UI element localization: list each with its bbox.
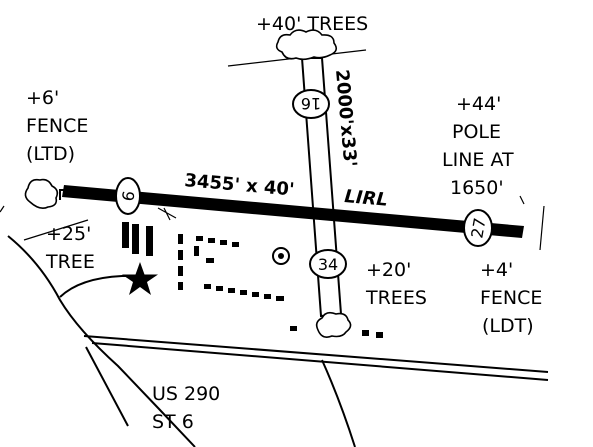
runway-6-27-dimensions: 3455' x 40' — [184, 170, 296, 201]
star-icon — [122, 262, 158, 295]
svg-text:+6': +6' — [26, 87, 59, 109]
roads — [7, 235, 549, 447]
pole-marker — [519, 195, 525, 205]
road-curve — [59, 275, 140, 298]
road-east-west-upper — [83, 335, 549, 373]
beacon-icon — [272, 247, 290, 265]
fence-icon — [59, 186, 84, 200]
road-west — [7, 235, 196, 447]
svg-text:34: 34 — [318, 255, 338, 274]
tree-icon — [24, 178, 59, 209]
runway-16-34-dimensions: 2000'x33' — [331, 69, 360, 168]
svg-text:+20': +20' — [366, 259, 411, 281]
runway-6-27-lighting: LIRL — [344, 186, 389, 211]
road-east-west-lower — [91, 342, 549, 381]
svg-text:TREE: TREE — [45, 251, 95, 273]
label-fence-ldt: +4' FENCE (LDT) — [480, 259, 542, 337]
svg-text:FENCE: FENCE — [480, 287, 542, 309]
tree-west-marker — [0, 205, 5, 213]
svg-text:6: 6 — [118, 189, 138, 202]
svg-text:1650': 1650' — [450, 177, 504, 199]
runway-ends: 6 27 16 34 — [115, 89, 493, 279]
label-trees-north: +40' TREES — [256, 13, 368, 35]
label-roads: US 290 ST 6 — [152, 383, 220, 433]
tree-icon — [315, 311, 352, 338]
runway-end-6: 6 — [115, 177, 141, 215]
road-diagonal-left — [85, 346, 129, 427]
runway-end-16: 16 — [292, 89, 330, 119]
runway-6-27-bar — [62, 185, 524, 238]
label-pole-line: +44' POLE LINE AT 1650' — [442, 93, 514, 199]
label-trees-southeast: +20' TREES — [365, 259, 427, 309]
runway-end-34: 34 — [309, 249, 347, 279]
svg-text:TREES: TREES — [365, 287, 427, 309]
svg-text:LINE AT: LINE AT — [442, 149, 514, 171]
tree-west-line — [23, 219, 89, 241]
svg-text:FENCE: FENCE — [26, 115, 88, 137]
svg-text:27: 27 — [467, 216, 489, 239]
svg-text:+25': +25' — [46, 223, 91, 245]
tree-icon — [275, 29, 338, 61]
svg-text:ST 6: ST 6 — [152, 411, 194, 433]
runway-end-27: 27 — [463, 209, 493, 247]
label-tree-west: +25' TREE — [45, 223, 95, 273]
svg-text:(LTD): (LTD) — [26, 143, 75, 165]
svg-text:(LDT): (LDT) — [482, 315, 534, 337]
svg-text:+44': +44' — [456, 93, 501, 115]
label-fence-ltd: +6' FENCE (LTD) — [26, 87, 88, 165]
road-south — [321, 359, 356, 447]
fence-east — [539, 205, 545, 251]
svg-text:+4': +4' — [480, 259, 513, 281]
svg-text:US 290: US 290 — [152, 383, 220, 405]
apron-markings — [122, 222, 383, 338]
wind-tee-icon — [157, 207, 177, 221]
svg-text:16: 16 — [301, 94, 321, 113]
svg-text:POLE: POLE — [452, 121, 501, 143]
